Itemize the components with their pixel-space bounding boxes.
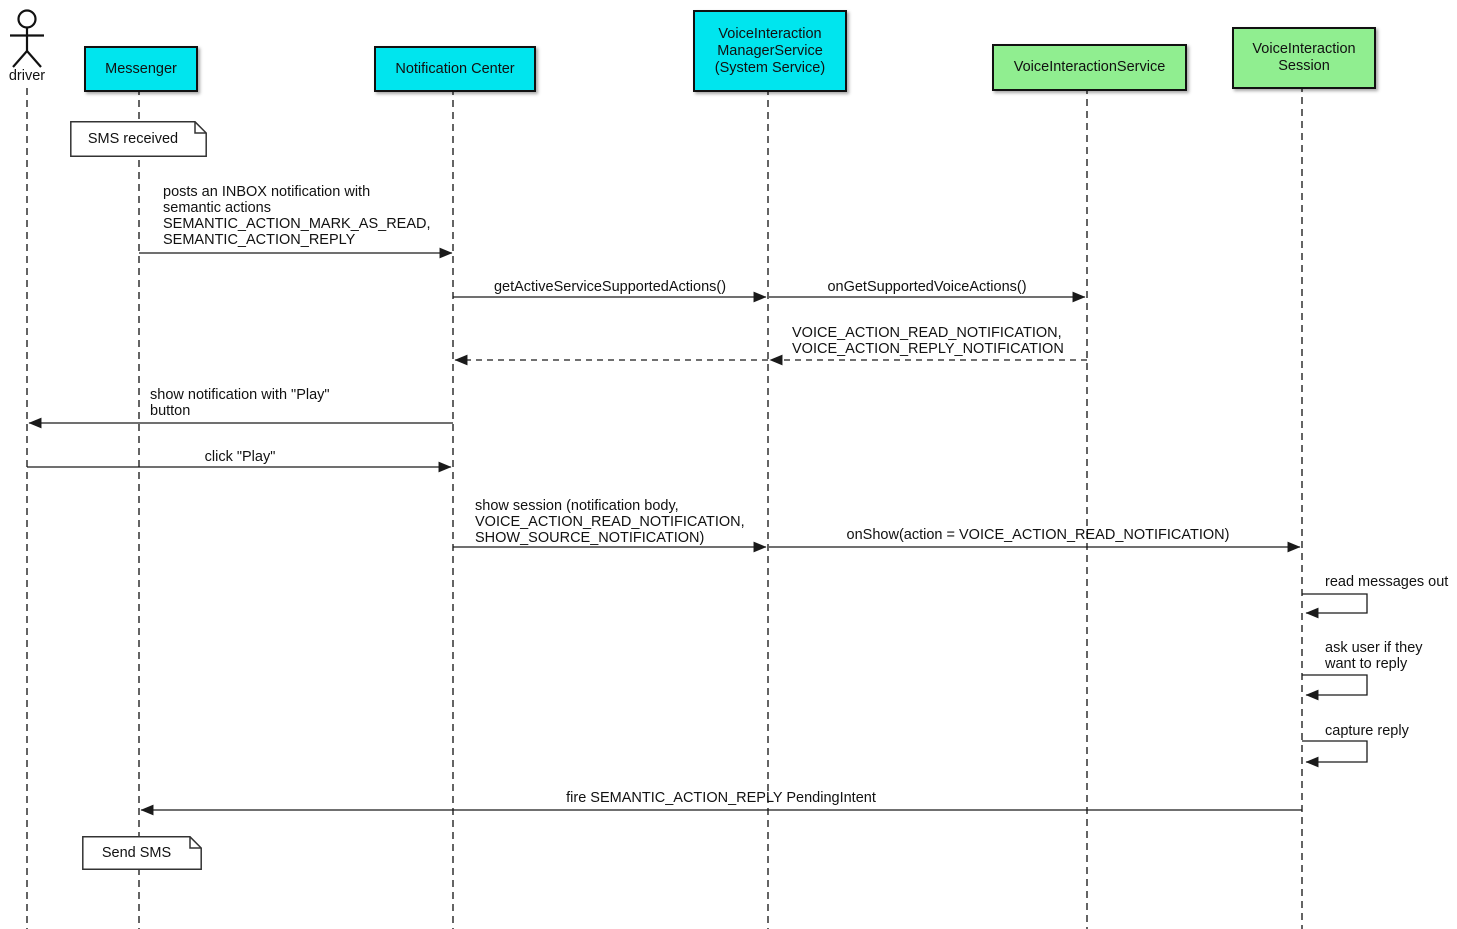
arrow-self-ask-user-reply [1302, 674, 1368, 701]
message-on-show: onShow(action = VOICE_ACTION_READ_NOTIFI… [846, 527, 1230, 543]
participant-voice-interaction-session: VoiceInteraction Session [1232, 27, 1376, 89]
message-show-notification-play: show notification with "Play" button [150, 387, 330, 419]
note-send-sms: Send SMS [101, 845, 172, 861]
message-post-inbox-notification: posts an INBOX notification with semanti… [163, 184, 431, 248]
message-line: show notification with "Play" [150, 387, 330, 403]
message-line: want to reply [1325, 656, 1408, 672]
lifelines [26, 85, 1303, 929]
participant-voice-interaction-manager-service: VoiceInteraction ManagerService (System … [693, 10, 847, 92]
note-sms-received: SMS received [87, 131, 179, 147]
participant-voice-interaction-service: VoiceInteractionService [992, 44, 1187, 91]
note-sms-received-shape [70, 121, 207, 157]
participant-label-line: (System Service) [714, 59, 826, 76]
message-read-messages-out: read messages out [1325, 574, 1449, 590]
arrow-self-read-messages-out [1302, 593, 1368, 619]
note-fold-icon [194, 121, 207, 134]
participant-label-line: VoiceInteraction [718, 25, 822, 42]
actor-label: driver [8, 68, 46, 84]
message-get-active-service-supported-actions: getActiveServiceSupportedActions() [493, 279, 727, 295]
participant-label-line: VoiceInteraction [1252, 41, 1356, 57]
message-arrows [27, 247, 1368, 816]
message-supported-voice-actions-return: VOICE_ACTION_READ_NOTIFICATION, VOICE_AC… [792, 325, 1064, 357]
message-line: ask user if they [1325, 640, 1423, 656]
participant-label: Messenger [105, 60, 177, 77]
message-line: VOICE_ACTION_READ_NOTIFICATION, [475, 514, 745, 530]
participant-messenger: Messenger [84, 46, 198, 92]
message-show-session: show session (notification body, VOICE_A… [475, 498, 745, 546]
message-ask-user-reply: ask user if they want to reply [1325, 640, 1423, 672]
message-on-get-supported-voice-actions: onGetSupportedVoiceActions() [827, 279, 1027, 295]
message-line: VOICE_ACTION_READ_NOTIFICATION, [792, 325, 1062, 341]
message-line: SEMANTIC_ACTION_MARK_AS_READ, [163, 216, 431, 232]
note-fold-icon [189, 836, 202, 849]
actor-icon [10, 9, 44, 68]
message-line: button [150, 403, 191, 419]
arrow-self-capture-reply [1302, 740, 1368, 768]
message-line: SHOW_SOURCE_NOTIFICATION) [475, 530, 705, 546]
participant-label: Notification Center [395, 60, 515, 77]
participant-label: VoiceInteractionService [1013, 59, 1166, 75]
message-line: show session (notification body, [475, 498, 679, 514]
note-send-sms-shape [82, 836, 202, 870]
participant-notification-center: Notification Center [374, 46, 536, 92]
message-line: SEMANTIC_ACTION_REPLY [163, 232, 356, 248]
message-capture-reply: capture reply [1325, 723, 1409, 739]
participant-label-line: ManagerService [717, 42, 823, 59]
message-line: semantic actions [163, 200, 271, 216]
message-line: posts an INBOX notification with [163, 184, 371, 200]
note-shapes [70, 121, 207, 870]
message-line: VOICE_ACTION_REPLY_NOTIFICATION [792, 341, 1064, 357]
message-click-play: click "Play" [204, 449, 276, 465]
participant-label-line: Session [1278, 58, 1330, 74]
message-fire-semantic-action-reply: fire SEMANTIC_ACTION_REPLY PendingIntent [566, 790, 876, 806]
